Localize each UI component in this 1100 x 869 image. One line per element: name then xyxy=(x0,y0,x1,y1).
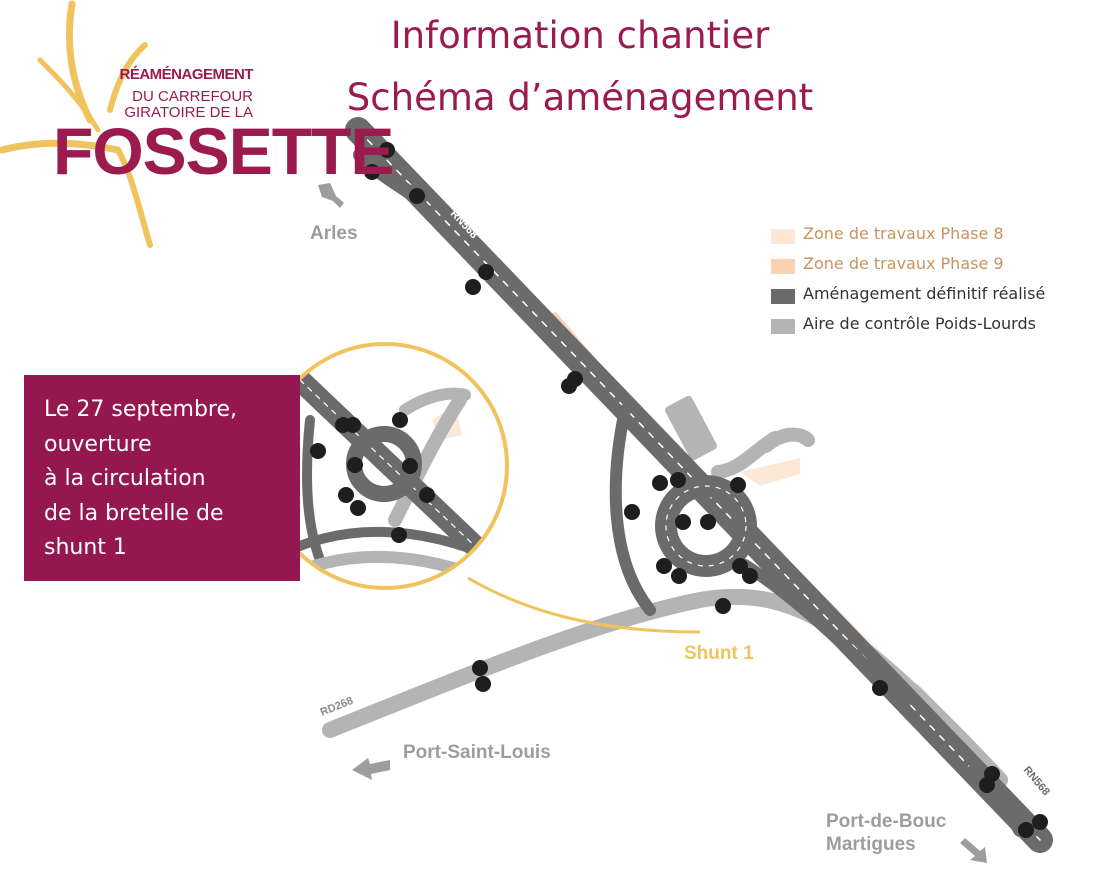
place-arles: Arles xyxy=(310,223,358,244)
legend-label: Aménagement définitif réalisé xyxy=(803,284,1046,303)
legend-label: Zone de travaux Phase 8 xyxy=(803,224,1004,243)
truck-control-area xyxy=(665,395,717,461)
logo-line1: RÉAMÉNAGEMENT xyxy=(119,66,253,83)
callout-line: ouverture xyxy=(44,431,152,457)
logo-big: FOSSETTE xyxy=(53,114,394,188)
callout-text: Le 27 septembre, ouverture à la circulat… xyxy=(44,393,237,566)
legend-swatch xyxy=(771,319,795,334)
main-roundabout xyxy=(655,475,757,577)
title-line1: Information chantier xyxy=(390,14,770,57)
legend-swatch xyxy=(771,289,795,304)
legend-label: Zone de travaux Phase 9 xyxy=(803,254,1004,273)
callout-box: Le 27 septembre, ouverture à la circulat… xyxy=(24,375,300,581)
logo-line2: DU CARREFOUR xyxy=(132,88,253,105)
place-arrows xyxy=(318,183,987,863)
logo-line3: GIRATOIRE DE LA xyxy=(124,104,253,121)
shunt-label: Shunt 1 xyxy=(684,643,754,664)
place-martigues: Martigues xyxy=(826,834,916,855)
road-name-rn568-bottom: RN568 xyxy=(1021,764,1052,798)
callout-line: Le 27 septembre, xyxy=(44,397,237,422)
callout-line: à la circulation xyxy=(44,466,206,491)
callout-line: shunt 1 xyxy=(44,535,127,560)
legend-swatch xyxy=(771,259,795,274)
title-line2: Schéma d’aménagement xyxy=(346,76,814,119)
place-port-de-bouc: Port-de-Bouc xyxy=(826,811,947,832)
shunt-connector xyxy=(467,576,701,634)
legend-label: Aire de contrôle Poids-Lourds xyxy=(803,314,1036,333)
callout-line: de la bretelle de xyxy=(44,500,224,526)
place-port-saint-louis: Port-Saint-Louis xyxy=(403,742,551,763)
logo-rays xyxy=(0,0,153,248)
direction-markers xyxy=(310,142,1048,838)
legend-swatch xyxy=(771,229,795,244)
